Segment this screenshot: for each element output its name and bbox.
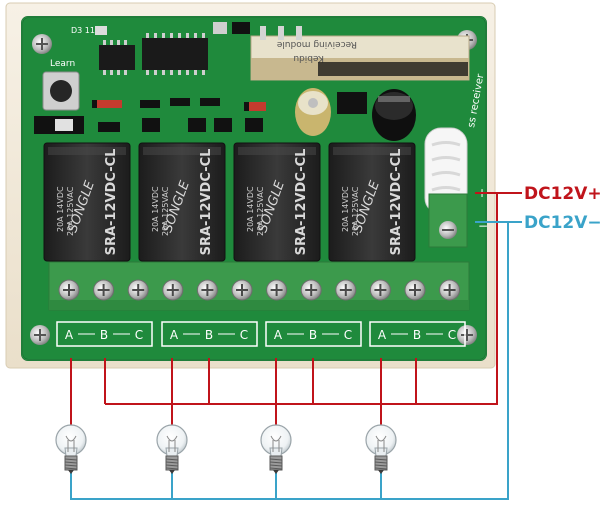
power-terminal-block <box>428 193 468 248</box>
power-minus-label: − <box>478 219 488 233</box>
relay-spec-line-2: 20A 125VAC <box>256 186 265 236</box>
terminal-screws <box>58 279 461 301</box>
terminal-screw[interactable] <box>58 279 80 301</box>
module-pins <box>260 26 302 40</box>
relay-spec-line-2: 20A 125VAC <box>161 186 170 236</box>
terminal-label-a: A <box>274 328 283 342</box>
relay-model-label: SRA-12VDC-CL <box>389 149 404 256</box>
relay-model-label: SRA-12VDC-CL <box>294 149 309 256</box>
light-bulb-icon <box>260 424 292 474</box>
terminal-label-c: C <box>240 328 248 342</box>
terminal-label-a: A <box>65 328 74 342</box>
terminal-group-4: A B C <box>369 321 466 347</box>
terminal-label-b: B <box>309 328 317 342</box>
light-bulb-icon <box>156 424 188 474</box>
terminal-group-1: A B C <box>56 321 153 347</box>
module-title: Receiving module <box>276 39 357 49</box>
terminal-label-b: B <box>205 328 213 342</box>
capacitors <box>295 88 416 141</box>
learn-label: Learn <box>50 59 75 69</box>
light-bulb-icon <box>365 424 397 474</box>
terminal-label-b: B <box>413 328 421 342</box>
terminal-screw[interactable] <box>266 279 288 301</box>
terminal-screw[interactable] <box>196 279 218 301</box>
relay-model-label: SRA-12VDC-CL <box>104 149 119 256</box>
relay-model-label: SRA-12VDC-CL <box>199 149 214 256</box>
relay-spec-line-1: 20A 14VDC <box>246 186 255 232</box>
ic-chips <box>99 33 208 75</box>
chip-label: D3 11 <box>71 26 95 35</box>
antenna-coil <box>424 127 468 215</box>
terminal-group-2: A B C <box>161 321 258 347</box>
terminal-label-c: C <box>448 328 456 342</box>
relay-spec-line-1: 20A 14VDC <box>56 186 65 232</box>
terminal-screw[interactable] <box>369 279 391 301</box>
terminal-screw[interactable] <box>162 279 184 301</box>
terminal-screw[interactable] <box>231 279 253 301</box>
relay-spec-line-2: 20A 125VAC <box>351 186 360 236</box>
terminal-label-b: B <box>100 328 108 342</box>
terminal-label-c: C <box>135 328 143 342</box>
terminal-label-a: A <box>170 328 179 342</box>
relay-spec-line-2: 20A 125VAC <box>66 186 75 236</box>
terminal-label-a: A <box>378 328 387 342</box>
module-brand: Kebidu <box>293 53 324 63</box>
terminal-screw[interactable] <box>300 279 322 301</box>
terminal-screw[interactable] <box>439 279 461 301</box>
terminal-screw[interactable] <box>127 279 149 301</box>
learn-button-cap[interactable] <box>50 80 72 102</box>
dc12v-negative-label: DC12V− <box>524 213 602 233</box>
terminal-label-c: C <box>344 328 352 342</box>
dc12v-positive-label: DC12V+ <box>524 184 602 204</box>
terminal-group-3: A B C <box>265 321 362 347</box>
bulb-group <box>55 424 397 474</box>
light-bulb-icon <box>55 424 87 474</box>
terminal-screw[interactable] <box>335 279 357 301</box>
small-components <box>92 22 367 132</box>
terminal-screw[interactable] <box>93 279 115 301</box>
terminal-screw[interactable] <box>404 279 426 301</box>
relay-spec-line-1: 20A 14VDC <box>151 186 160 232</box>
relay-spec-line-1: 20A 14VDC <box>341 186 350 232</box>
